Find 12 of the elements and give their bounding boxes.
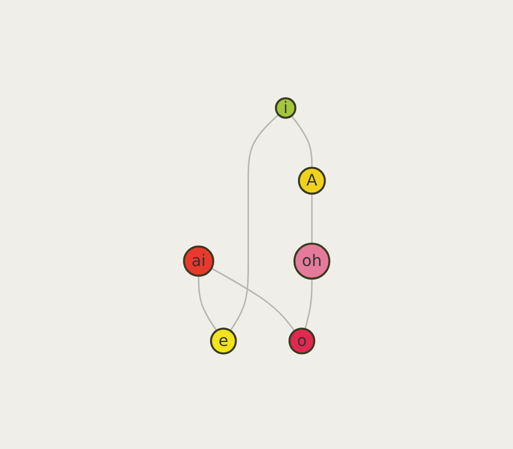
connector — [229, 114, 279, 331]
node-circle: A — [298, 166, 326, 194]
node-circle: e — [210, 327, 237, 354]
node-circle: ai — [182, 245, 214, 277]
connector — [304, 278, 312, 330]
node-circle: oh — [293, 242, 330, 280]
node-circle: i — [274, 97, 296, 118]
connector — [290, 115, 312, 168]
connector — [310, 193, 312, 244]
node-circle: o — [288, 327, 316, 354]
connector — [210, 267, 295, 332]
connector — [198, 276, 218, 331]
